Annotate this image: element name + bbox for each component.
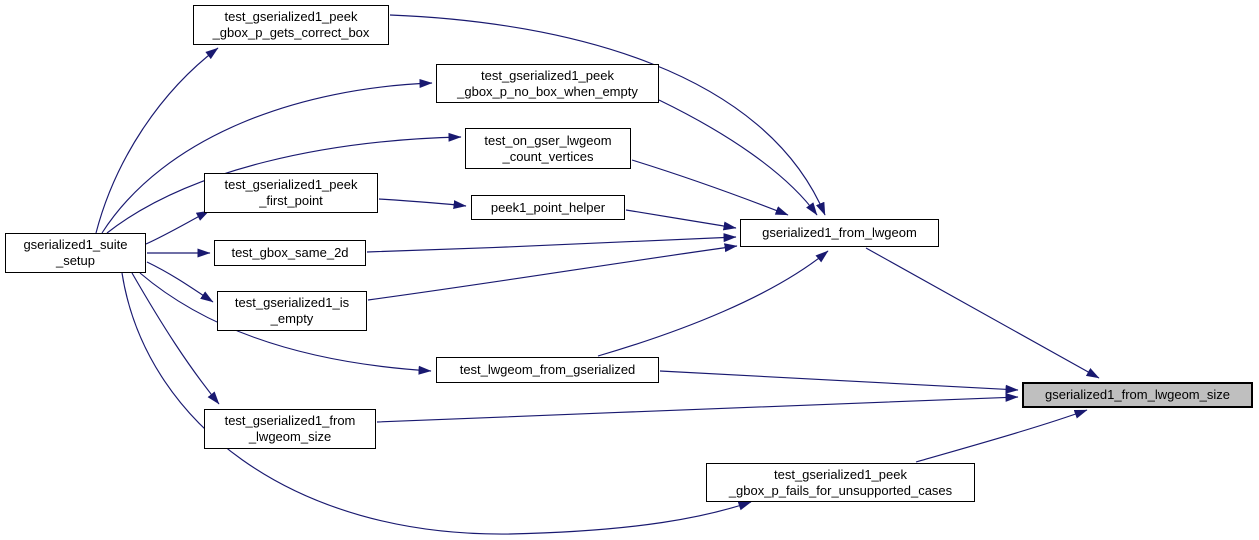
node-peek1-point-helper[interactable]: peek1_point_helper (471, 195, 625, 220)
edge-test-gserialized1-peek-first-point-to-peek1-point-helper (378, 198, 467, 210)
node-label-line: _gbox_p_fails_for_unsupported_cases (728, 482, 953, 498)
edge-test-lwgeom-from-gserialized-to-gserialized1-from-lwgeom-size (659, 370, 1019, 394)
node-test-gserialized1-peek-gbox-p-gets-correct-box[interactable]: test_gserialized1_peek_gbox_p_gets_corre… (193, 5, 389, 45)
edge-gserialized1-suite-setup-to-test-lwgeom-from-gserialized (139, 272, 432, 375)
node-label-line: test_gbox_same_2d (231, 245, 349, 260)
node-label-line: _count_vertices (502, 148, 594, 164)
node-label-line: test_on_gser_lwgeom (484, 132, 612, 148)
node-test-gserialized1-peek-gbox-p-no-box-when-empty[interactable]: test_gserialized1_peek_gbox_p_no_box_whe… (436, 64, 659, 103)
edge-test-gserialized1-peek-gbox-p-no-box-when-empty-to-gserialized1-from-lwgeom (658, 99, 818, 216)
node-label-line: test_lwgeom_from_gserialized (459, 362, 636, 377)
edge-test-lwgeom-from-gserialized-to-gserialized1-from-lwgeom (597, 250, 829, 357)
edge-test-gserialized1-peek-gbox-p-fails-for-unsupported-cases-to-gserialized1-from-lwgeom-size (915, 409, 1088, 463)
node-label-line: _empty (270, 311, 314, 326)
edge-gserialized1-suite-setup-to-test-gserialized1-peek-first-point (145, 210, 210, 245)
node-label-line: test_gserialized1_peek (774, 466, 907, 482)
node-gserialized1-from-lwgeom[interactable]: gserialized1_from_lwgeom (740, 219, 939, 247)
node-test-gserialized1-from-lwgeom-size[interactable]: test_gserialized1_from_lwgeom_size (204, 409, 376, 449)
edge-peek1-point-helper-to-gserialized1-from-lwgeom (625, 209, 737, 231)
edge-gserialized1-suite-setup-to-test-gserialized1-is-empty (146, 261, 214, 303)
node-test-lwgeom-from-gserialized[interactable]: test_lwgeom_from_gserialized (436, 357, 659, 383)
node-label-line: test_gserialized1_peek (224, 9, 358, 24)
node-gserialized1-from-lwgeom-size[interactable]: gserialized1_from_lwgeom_size (1022, 382, 1253, 408)
edge-test-gserialized1-is-empty-to-gserialized1-from-lwgeom (367, 243, 738, 301)
node-test-gserialized1-peek-gbox-p-fails-for-unsupported-cases[interactable]: test_gserialized1_peek_gbox_p_fails_for_… (706, 463, 975, 502)
node-label-line: gserialized1_suite (23, 237, 128, 252)
node-label-line: _setup (55, 253, 96, 268)
node-label-line: _first_point (259, 193, 323, 208)
edge-test-gserialized1-peek-gbox-p-gets-correct-box-to-gserialized1-from-lwgeom (389, 14, 826, 216)
node-test-on-gser-lwgeom-count-vertices[interactable]: test_on_gser_lwgeom_count_vertices (465, 128, 631, 169)
edge-test-gbox-same-2d-to-gserialized1-from-lwgeom (366, 233, 737, 253)
edge-gserialized1-suite-setup-to-test-gserialized1-from-lwgeom-size (131, 272, 220, 405)
node-label-line: _lwgeom_size (248, 429, 332, 444)
edge-gserialized1-suite-setup-to-test-on-gser-lwgeom-count-vertices (106, 132, 462, 234)
edge-gserialized1-suite-setup-to-test-gserialized1-peek-gbox-p-gets-correct-box (95, 47, 219, 234)
node-gserialized1-suite-setup[interactable]: gserialized1_suite_setup (5, 233, 146, 273)
node-label-line: test_gserialized1_peek (481, 67, 614, 83)
node-label-line: test_gserialized1_peek (224, 177, 358, 192)
node-label-line: gserialized1_from_lwgeom (762, 225, 917, 240)
node-label-line: test_gserialized1_from (224, 413, 356, 428)
node-test-gbox-same-2d[interactable]: test_gbox_same_2d (214, 240, 366, 266)
edge-test-gserialized1-from-lwgeom-size-to-gserialized1-from-lwgeom-size (376, 392, 1019, 423)
node-test-gserialized1-is-empty[interactable]: test_gserialized1_is_empty (217, 291, 367, 331)
edge-gserialized1-from-lwgeom-to-gserialized1-from-lwgeom-size (865, 247, 1100, 379)
node-label-line: _gbox_p_no_box_when_empty (457, 83, 638, 99)
node-label-line: peek1_point_helper (490, 199, 606, 215)
edges-group (95, 14, 1100, 535)
edge-gserialized1-suite-setup-to-test-gserialized1-peek-gbox-p-fails-for-unsupported-cases (121, 272, 752, 535)
node-test-gserialized1-peek-first-point[interactable]: test_gserialized1_peek_first_point (204, 173, 378, 213)
edge-test-on-gser-lwgeom-count-vertices-to-gserialized1-from-lwgeom (631, 159, 789, 216)
node-label-line: _gbox_p_gets_correct_box (212, 25, 370, 40)
node-label-line: gserialized1_from_lwgeom_size (1045, 387, 1230, 402)
edge-gserialized1-suite-setup-to-test-gserialized1-peek-gbox-p-no-box-when-empty (101, 78, 433, 234)
node-label-line: test_gserialized1_is (234, 295, 350, 310)
